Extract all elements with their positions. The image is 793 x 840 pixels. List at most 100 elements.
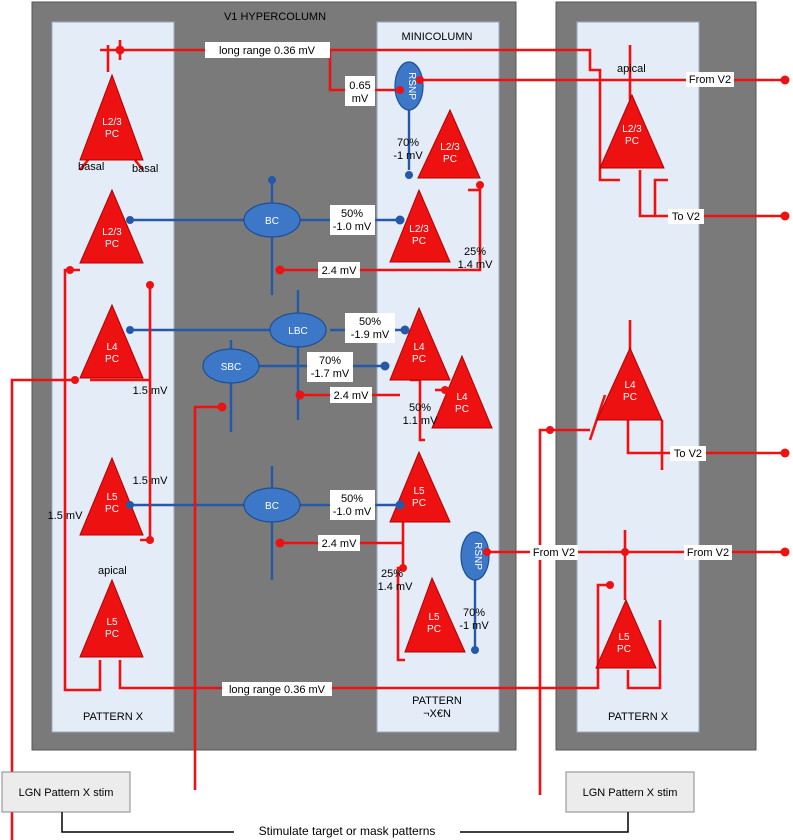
pc-label: PC <box>617 644 631 655</box>
pc-label: PC <box>443 154 457 165</box>
pc-label: PC <box>105 354 119 365</box>
l5-recurrent-pct: 25% <box>381 568 403 580</box>
l23-label: L2/3 <box>440 142 460 153</box>
lbc-pct: 50% <box>359 316 381 328</box>
basal-label-right: basal <box>132 163 158 175</box>
bc-top-excitation: 2.4 mV <box>322 265 358 277</box>
pc-label: PC <box>105 629 119 640</box>
pc-label: PC <box>427 624 441 635</box>
l4-label: L4 <box>413 342 425 353</box>
rsnp-bottom <box>460 531 490 581</box>
pattern-x-left-label: PATTERN X <box>83 711 144 723</box>
l5-label: L5 <box>106 492 118 503</box>
l23-label: L2/3 <box>409 224 429 235</box>
l23-pc-left-top <box>79 73 144 161</box>
l23-pc-mini <box>389 188 451 263</box>
l4-label: L4 <box>456 392 468 403</box>
l23-pc-mini-top <box>417 108 481 179</box>
l23-label: L2/3 <box>102 227 122 238</box>
l4-pc-left <box>79 303 144 379</box>
lbc <box>269 312 327 348</box>
pc-label: PC <box>412 498 426 509</box>
rsnp-label: RSNP <box>406 72 417 100</box>
apical-label-left: apical <box>98 565 127 577</box>
bc-bottom-pct: 50% <box>341 493 363 505</box>
from-v2-bottom-left: From V2 <box>533 547 575 559</box>
rsnp-top <box>394 61 424 111</box>
to-v2-mid: To V2 <box>674 448 702 460</box>
from-v2-bottom-right: From V2 <box>687 547 729 559</box>
basal-label-left: basal <box>78 161 104 173</box>
sbc-mv: -1.7 mV <box>311 368 350 380</box>
pattern-not-x-label-1: PATTERN <box>412 695 462 707</box>
l4-label: L4 <box>624 380 636 391</box>
pyramidal-cells: L2/3 PC L2/3 PC L4 PC L5 PC L5 PC L2/3 P… <box>79 73 665 669</box>
rsnp-inhib-bottom-mv: -1 mV <box>459 620 489 632</box>
synapse-dots <box>66 45 790 654</box>
bc-label: BC <box>265 216 279 227</box>
lgn-stim-right-label: LGN Pattern X stim <box>583 787 678 799</box>
to-v2-top: To V2 <box>672 211 700 223</box>
l4-pc-mini <box>389 306 451 381</box>
sbc-label: SBC <box>221 362 242 373</box>
from-v2-top: From V2 <box>689 74 731 86</box>
pc-label: PC <box>623 392 637 403</box>
rsnp-label: RSNP <box>472 542 483 570</box>
l5-pc-left <box>79 456 144 536</box>
l23-pc-left-bottom <box>79 188 144 264</box>
minicolumn-title: MINICOLUMN <box>402 31 473 43</box>
lgn-stim-left-label: LGN Pattern X stim <box>19 787 114 799</box>
l5-pc-left-apical <box>79 578 144 658</box>
lbc-mv: -1.9 mV <box>351 329 390 341</box>
long-range-bottom-label: long range 0.36 mV <box>229 684 326 696</box>
left-excitation-a: 1.5 mV <box>133 385 169 397</box>
left-excitation-c: 1.5 mV <box>48 510 84 522</box>
l23-recurrent-mv: 1.4 mV <box>458 259 494 271</box>
l23-recurrent-pct: 25% <box>464 246 486 258</box>
hypercolumn-title: V1 HYPERCOLUMN <box>224 11 326 23</box>
pc-label: PC <box>105 239 119 250</box>
bc-top <box>243 202 301 238</box>
bc-bottom <box>243 487 301 523</box>
pc-label: PC <box>412 236 426 247</box>
sbc <box>202 348 260 384</box>
interneurons: BC LBC SBC BC RSNP RSNP <box>202 61 490 581</box>
l5-pc-mini-bottom <box>404 576 466 653</box>
apical-label-right: apical <box>617 63 646 75</box>
l4-recurrent-pct: 50% <box>409 402 431 414</box>
l5-label: L5 <box>413 486 425 497</box>
rsnp-inhib-top-mv: -1 mV <box>393 150 423 162</box>
lgn-stim-right <box>565 771 695 813</box>
l5-label: L5 <box>618 632 630 643</box>
l23-pc-right <box>599 93 665 169</box>
l23-label: L2/3 <box>622 124 642 135</box>
pc-label: PC <box>105 504 119 515</box>
pc-label: PC <box>455 404 469 415</box>
bc-bottom-excitation: 2.4 mV <box>322 538 358 550</box>
l4-excitation: 2.4 mV <box>334 390 370 402</box>
long-range-top-label: long range 0.36 mV <box>219 45 316 57</box>
left-excitation-b: 1.5 mV <box>133 475 169 487</box>
l23-label: L2/3 <box>102 117 122 128</box>
bc-bottom-mv: -1.0 mV <box>333 506 372 518</box>
stimulate-label: Stimulate target or mask patterns <box>259 824 436 838</box>
bc-top-mv: -1.0 mV <box>333 221 372 233</box>
l4-recurrent-mv: 1.1 mV <box>403 415 439 427</box>
bc-top-pct: 50% <box>341 208 363 220</box>
l5-pc-right <box>595 598 657 669</box>
pc-label: PC <box>105 129 119 140</box>
l4-pc-right <box>596 346 663 421</box>
l5-pc-mini <box>389 450 451 523</box>
lgn-stim-left <box>1 771 131 813</box>
lbc-label: LBC <box>288 326 307 337</box>
pc-label: PC <box>412 354 426 365</box>
pc-label: PC <box>625 136 639 147</box>
l4-label: L4 <box>106 342 118 353</box>
rsnp-excitation-unit: mV <box>352 93 369 105</box>
l5-label: L5 <box>106 617 118 628</box>
rsnp-inhib-top-pct: 70% <box>397 137 419 149</box>
pattern-x-right-label: PATTERN X <box>608 711 669 723</box>
l5-recurrent-mv: 1.4 mV <box>378 581 414 593</box>
bc-label: BC <box>265 501 279 512</box>
